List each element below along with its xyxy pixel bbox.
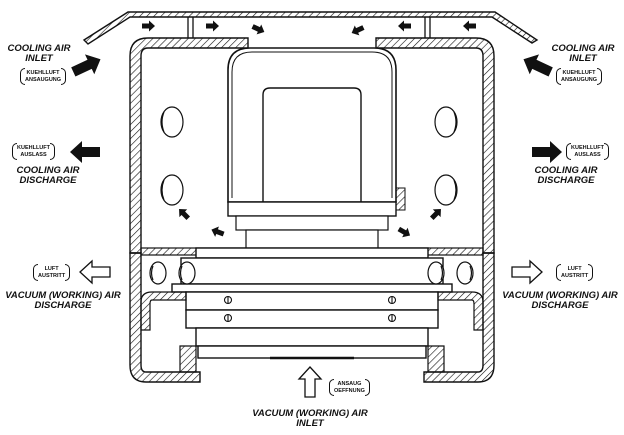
kuehlluft-auslass-label-left: KUEHLLUFT AUSLASS [12,143,55,160]
inner-bracket-left [140,291,197,373]
vacuum-discharge-label-left: VACUUM (WORKING) AIR DISCHARGE [5,290,121,311]
vacuum-inlet-label: VACUUM (WORKING) AIR INLET [252,408,368,429]
luft-austritt-label-left: LUFT AUSTRITT [33,264,71,281]
motor-housing [227,47,406,249]
cooling-inlet-arrow-right [523,54,553,77]
cooling-discharge-label-left: COOLING AIR DISCHARGE [16,165,80,186]
cooling-inlet-arrow-left [71,54,101,77]
vacuum-discharge-label-right: VACUUM (WORKING) AIR DISCHARGE [502,290,618,311]
kuehlluft-ansaugung-label-left: KUEHLLUFT ANSAUGUNG [20,68,67,85]
cooling-discharge-arrow-right [532,141,562,163]
inner-bracket-right [427,291,484,373]
vacuum-discharge-arrow-right [511,259,543,285]
vacuum-vents [149,261,474,285]
cooling-inlet-label-left: COOLING AIR INLET [7,43,71,64]
kuehlluft-auslass-label-right: KUEHLLUFT AUSLASS [566,143,609,160]
kuehlluft-ansaugung-label-right: KUEHLLUFT ANSAUGUNG [556,68,603,85]
top-cover-plate [82,11,539,45]
cooling-inlet-label-right: COOLING AIR INLET [551,43,615,64]
cooling-discharge-arrow-left [70,141,100,163]
luft-austritt-label-right: LUFT AUSTRITT [556,264,594,281]
cooling-discharge-label-right: COOLING AIR DISCHARGE [534,165,598,186]
ansaug-oeffnung-label: ANSAUG OEFFNUNG [329,379,370,396]
cooling-vents [160,106,458,206]
fan-unit [171,247,453,360]
vacuum-discharge-arrow-left [79,259,111,285]
vacuum-inlet-arrow [297,366,323,398]
